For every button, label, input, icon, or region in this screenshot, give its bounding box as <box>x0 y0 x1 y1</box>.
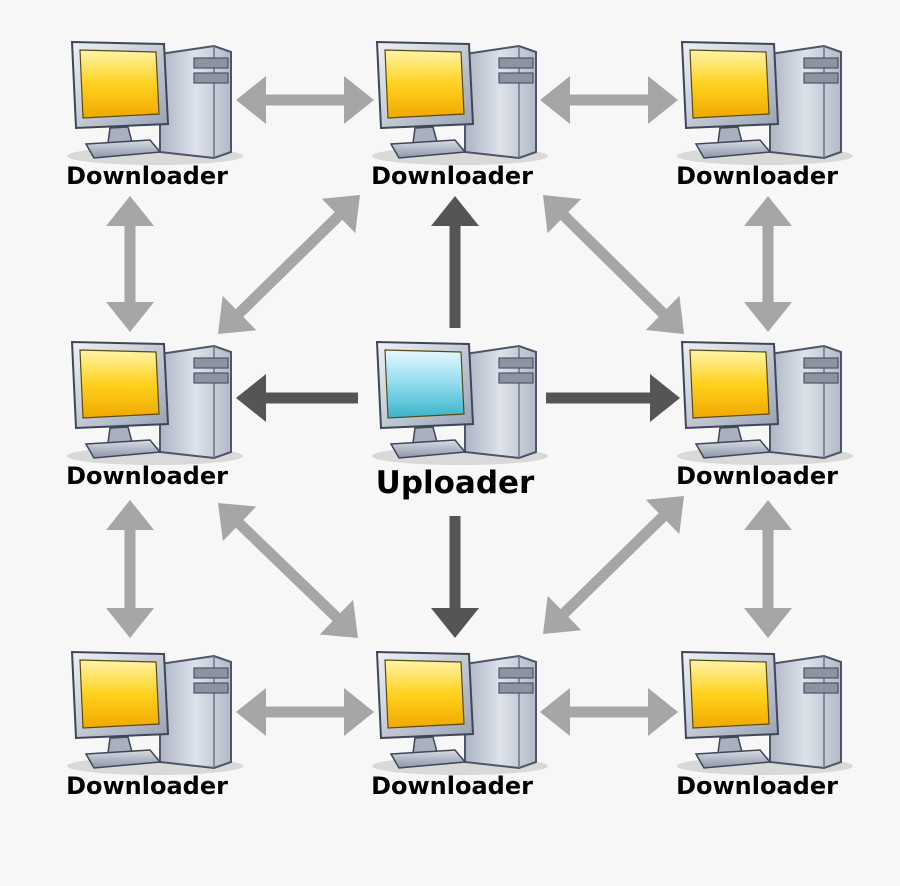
node-middle-right: Downloader <box>676 340 853 490</box>
peer-arrow-top-left-to-top-center <box>236 76 374 124</box>
desktop-computer-yellow-screen-icon <box>67 650 243 775</box>
node-label-bottom-center: Downloader <box>371 772 533 800</box>
node-label-middle-left: Downloader <box>66 462 228 490</box>
upload-arrow-center-to-top-center <box>431 196 479 328</box>
node-bottom-center: Downloader <box>371 650 548 800</box>
peer-arrow-top-center-to-middle-left <box>218 195 360 334</box>
upload-arrow-center-to-middle-right <box>546 374 680 422</box>
node-top-right: Downloader <box>676 40 853 190</box>
peer-arrow-top-left-to-middle-left <box>106 196 154 332</box>
peer-arrow-middle-left-to-bottom-center <box>218 503 358 638</box>
edges-layer <box>106 76 792 736</box>
node-center: Uploader <box>372 340 548 501</box>
peer-arrow-top-center-to-middle-right <box>543 195 684 334</box>
peer-arrow-top-center-to-top-right <box>540 76 678 124</box>
desktop-computer-yellow-screen-icon <box>677 340 853 465</box>
node-label-center: Uploader <box>376 465 535 501</box>
desktop-computer-blue-screen-icon <box>372 340 548 465</box>
peer-arrow-middle-right-to-bottom-center <box>543 496 684 634</box>
peer-arrow-top-right-to-middle-right <box>744 196 792 332</box>
desktop-computer-yellow-screen-icon <box>677 40 853 165</box>
desktop-computer-yellow-screen-icon <box>67 340 243 465</box>
node-label-top-left: Downloader <box>66 162 228 190</box>
peer-arrow-bottom-left-to-bottom-center <box>236 688 374 736</box>
node-top-center: Downloader <box>371 40 548 190</box>
node-label-top-right: Downloader <box>676 162 838 190</box>
node-label-top-center: Downloader <box>371 162 533 190</box>
node-middle-left: Downloader <box>66 340 243 490</box>
desktop-computer-yellow-screen-icon <box>677 650 853 775</box>
peer-arrow-middle-left-to-bottom-left <box>106 500 154 638</box>
desktop-computer-yellow-screen-icon <box>372 650 548 775</box>
desktop-computer-yellow-screen-icon <box>372 40 548 165</box>
upload-arrow-center-to-middle-left <box>236 374 358 422</box>
node-bottom-left: Downloader <box>66 650 243 800</box>
node-label-middle-right: Downloader <box>676 462 838 490</box>
node-bottom-right: Downloader <box>676 650 853 800</box>
upload-arrow-center-to-bottom-center <box>431 516 479 638</box>
peer-arrow-middle-right-to-bottom-right <box>744 500 792 638</box>
desktop-computer-yellow-screen-icon <box>67 40 243 165</box>
node-top-left: Downloader <box>66 40 243 190</box>
peer-arrow-bottom-center-to-bottom-right <box>540 688 678 736</box>
node-label-bottom-left: Downloader <box>66 772 228 800</box>
node-label-bottom-right: Downloader <box>676 772 838 800</box>
